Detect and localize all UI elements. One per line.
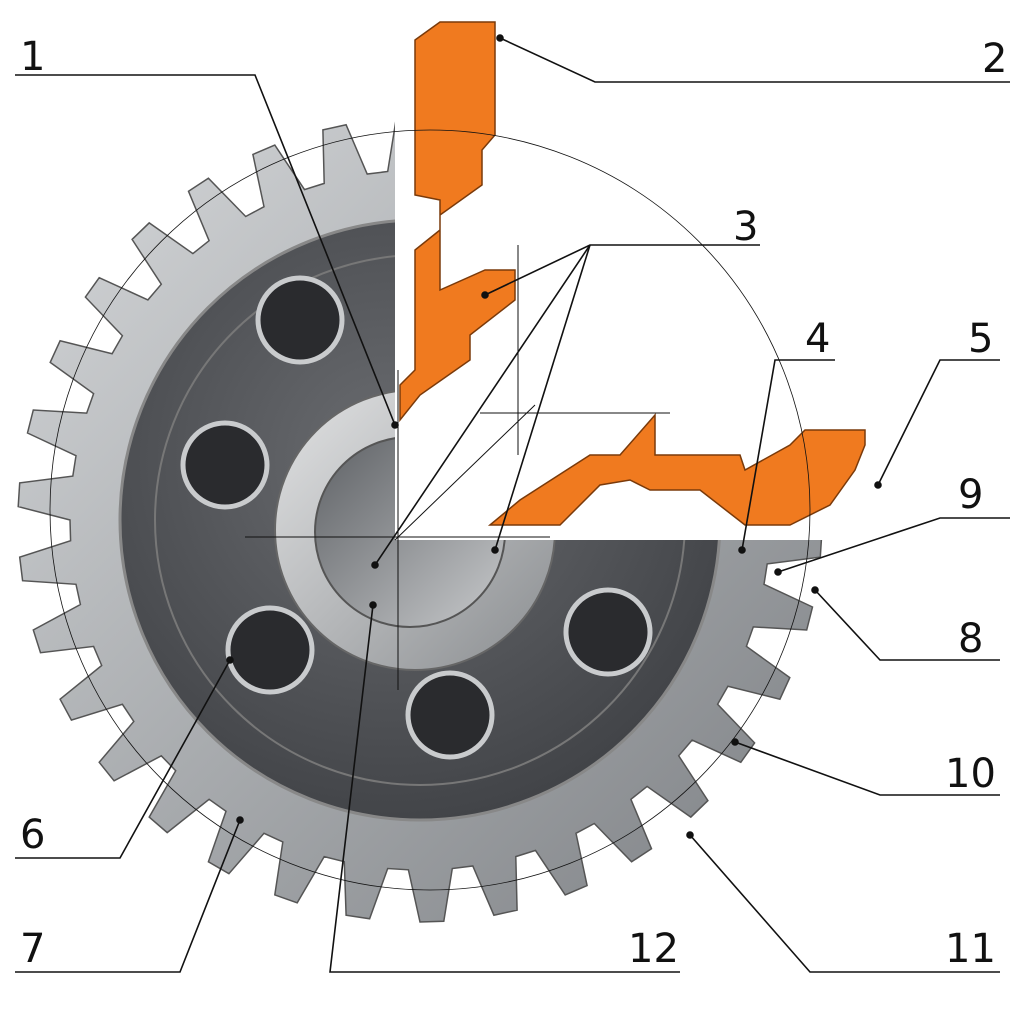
leader-dot-2 (496, 34, 504, 42)
leader-dot-7 (236, 816, 244, 824)
label-1: 1 (20, 34, 45, 80)
cut-relief (445, 305, 625, 485)
lightening-hole (255, 275, 345, 365)
label-9: 9 (958, 472, 983, 518)
leader-dot-5 (874, 481, 882, 489)
label-7: 7 (20, 926, 45, 972)
leader-dot-6 (226, 656, 234, 664)
leader-line-9 (777, 517, 1010, 573)
leader-line-11 (689, 834, 1000, 973)
leader-dot-3 (371, 561, 379, 569)
label-8: 8 (958, 616, 983, 662)
section-right (487, 413, 866, 526)
leader-dot-9 (774, 568, 782, 576)
leader-dot-12 (369, 601, 377, 609)
lightening-hole (405, 670, 495, 760)
label-12: 12 (628, 926, 679, 972)
leader-dot-1 (391, 421, 399, 429)
gear-body (17, 117, 823, 923)
cross-section (399, 21, 866, 526)
lightening-hole (563, 587, 653, 677)
leader-line-1 (15, 74, 396, 426)
label-6: 6 (20, 812, 45, 858)
leader-line-7 (15, 819, 241, 973)
leader-line-4 (741, 359, 835, 551)
leader-line-3 (484, 244, 760, 296)
leader-dot-11 (686, 831, 694, 839)
bore (314, 436, 506, 628)
leader-line-2 (499, 37, 1010, 83)
label-11: 11 (945, 926, 996, 972)
lightening-hole (180, 420, 270, 510)
leader-dot-3 (481, 291, 489, 299)
label-3: 3 (733, 204, 758, 250)
leader-dot-8 (811, 586, 819, 594)
leader-line-5 (877, 359, 1000, 486)
label-2: 2 (982, 36, 1007, 82)
leader-line-3 (374, 244, 591, 566)
leader-line-6 (15, 659, 231, 859)
lightening-hole (225, 605, 315, 695)
label-4: 4 (805, 316, 830, 362)
leader-dot-4 (738, 546, 746, 554)
leader-lines (15, 34, 1010, 973)
leader-line-10 (734, 741, 1000, 796)
label-10: 10 (945, 751, 996, 797)
leader-line-8 (814, 589, 1000, 661)
label-5: 5 (968, 316, 993, 362)
leader-dot-10 (731, 738, 739, 746)
leader-dot-3 (491, 546, 499, 554)
leader-line-12 (329, 604, 680, 973)
section-top (399, 21, 516, 423)
leader-line-3 (494, 244, 591, 551)
